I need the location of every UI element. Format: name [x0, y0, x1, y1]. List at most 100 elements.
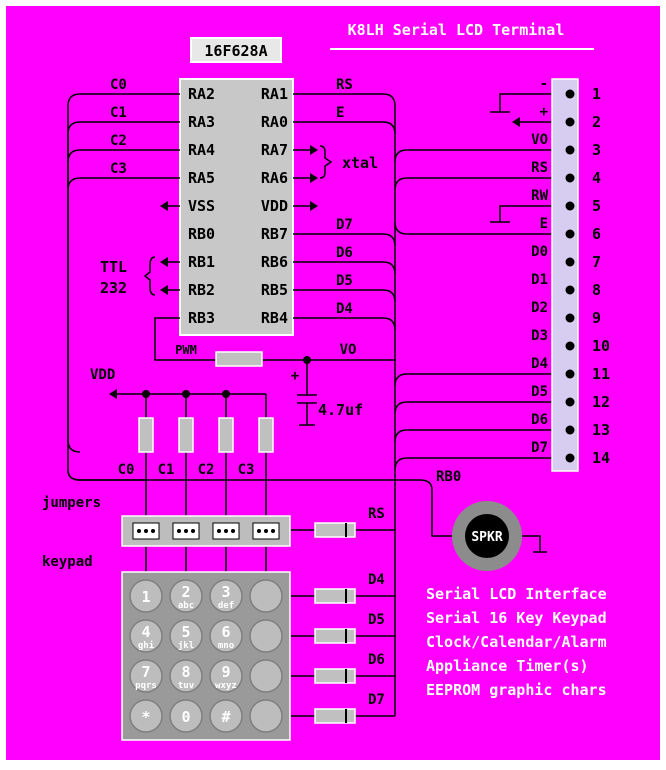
connector-pin-label: VO — [531, 132, 548, 148]
chip-pin-left: RB0 — [188, 225, 215, 243]
chip-body — [179, 78, 294, 336]
keypad-net-label: D7 — [368, 692, 385, 708]
feature-item: Clock/Calendar/Alarm — [426, 633, 607, 651]
row-resistor — [314, 628, 356, 644]
keypad-key[interactable] — [129, 579, 163, 613]
pullup-resistor — [178, 417, 194, 453]
chip-left-net: C1 — [110, 105, 127, 121]
pullup-resistor — [138, 417, 154, 453]
vdd-label: VDD — [90, 367, 115, 383]
key-label: * — [141, 708, 150, 726]
keypad-key[interactable] — [169, 619, 203, 653]
chip-pin-left: RB3 — [188, 309, 215, 327]
chip-right-net: D4 — [336, 301, 353, 317]
chip-right-net: RS — [336, 77, 353, 93]
chip-left-net: C3 — [110, 161, 127, 177]
connector-pin-label: E — [540, 216, 548, 232]
chip-left-net: C2 — [110, 133, 127, 149]
wiring — [67, 93, 570, 717]
xtal-label: xtal — [342, 154, 378, 172]
keypad-key[interactable] — [209, 619, 243, 653]
keypad-net-label: RS — [368, 506, 385, 522]
keypad-key[interactable] — [249, 619, 283, 653]
feature-item: Serial 16 Key Keypad — [426, 609, 607, 627]
connector-pin-label: D4 — [531, 356, 548, 372]
connector-pin-number: 1 — [592, 85, 601, 103]
feature-item: EEPROM graphic chars — [426, 681, 607, 699]
connector-pin — [565, 229, 575, 239]
key-label: 3 — [221, 583, 230, 601]
connector-pin-label: D1 — [531, 272, 548, 288]
connector-pin-number: 11 — [592, 365, 610, 383]
chip-pin-right: RB6 — [261, 253, 288, 271]
connector-pin — [565, 117, 575, 127]
key-sublabel: abc — [178, 601, 194, 611]
connector-pin-label: + — [540, 104, 548, 120]
connector-pin — [565, 285, 575, 295]
chip-right-net: E — [336, 105, 344, 121]
rs232-label: 232 — [100, 279, 127, 297]
keypad-key[interactable] — [129, 659, 163, 693]
keypad-key[interactable] — [169, 659, 203, 693]
keypad-key[interactable] — [209, 659, 243, 693]
connector-pin-number: 4 — [592, 169, 601, 187]
connector-pin-label: D5 — [531, 384, 548, 400]
connector-pin-label: - — [540, 76, 548, 92]
chip-pin-right: RA7 — [261, 141, 288, 159]
connector-pin — [565, 425, 575, 435]
keypad-key[interactable] — [129, 699, 163, 733]
connector-pin-number: 14 — [592, 449, 610, 467]
rb0-label: RB0 — [436, 469, 461, 485]
connector-pin-label: D3 — [531, 328, 548, 344]
keypad-key[interactable] — [169, 579, 203, 613]
connector-pin-label: D6 — [531, 412, 548, 428]
connector-pin-number: 13 — [592, 421, 610, 439]
chip-pin-right: RA0 — [261, 113, 288, 131]
key-sublabel: pqrs — [135, 681, 157, 691]
key-label: # — [221, 708, 230, 726]
pwm-label: PWM — [175, 343, 197, 357]
row-resistor — [314, 668, 356, 684]
chip-pin-left: RA3 — [188, 113, 215, 131]
chip-pins: RA2RA3RA4RA5VSSRB0RB1RB2RB3RA1RA0RA7RA6V… — [188, 85, 288, 327]
chip-pin-left: RA4 — [188, 141, 215, 159]
column-label: C3 — [238, 462, 255, 478]
connector-pin — [565, 89, 575, 99]
ttl-label: TTL — [100, 258, 127, 276]
connector-pin-number: 10 — [592, 337, 610, 355]
vo-label: VO — [340, 342, 357, 358]
chip-right-net: D7 — [336, 217, 353, 233]
keypad-key[interactable] — [249, 579, 283, 613]
key-sublabel: jkl — [178, 640, 194, 651]
key-label: 1 — [141, 588, 150, 606]
connector-pin — [565, 313, 575, 323]
connector-pin-number: 7 — [592, 253, 601, 271]
keypad-key[interactable] — [249, 659, 283, 693]
column-label: C1 — [158, 462, 175, 478]
keypad-key[interactable] — [129, 619, 163, 653]
row-resistor — [314, 588, 356, 604]
chip-pin-left: RB1 — [188, 253, 215, 271]
diagram-title: K8LH Serial LCD Terminal — [348, 21, 565, 39]
connector-pin — [565, 341, 575, 351]
key-sublabel: def — [218, 601, 234, 611]
keypad-key[interactable] — [209, 699, 243, 733]
keypad-key[interactable] — [249, 699, 283, 733]
speaker-label: SPKR — [471, 530, 502, 545]
pullup-resistor — [258, 417, 274, 453]
key-label: 0 — [181, 708, 190, 726]
connector-pin-number: 8 — [592, 281, 601, 299]
connector-pin-number: 3 — [592, 141, 601, 159]
keypad-key[interactable] — [169, 699, 203, 733]
keypad-key[interactable] — [209, 579, 243, 613]
row-resistor — [314, 708, 356, 724]
key-sublabel: tuv — [178, 681, 195, 691]
key-label: 5 — [181, 623, 190, 641]
chip-left-net: C0 — [110, 77, 127, 93]
cap-plus: + — [291, 368, 299, 384]
connector-pin-number: 12 — [592, 393, 610, 411]
pullup-resistor — [218, 417, 234, 453]
